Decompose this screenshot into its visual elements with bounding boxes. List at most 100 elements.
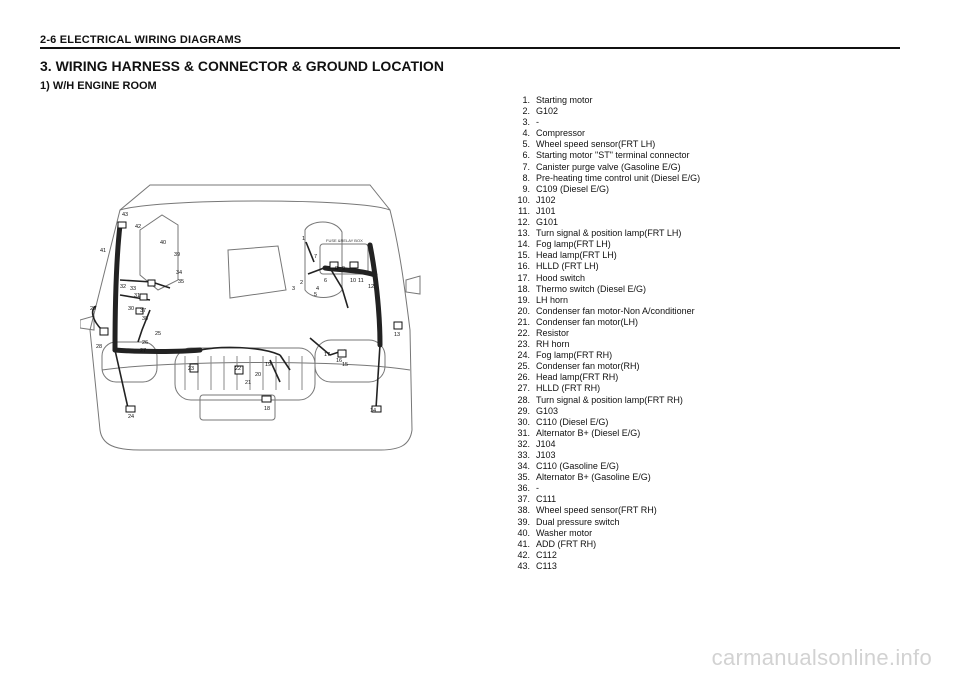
legend-text: C109 (Diesel E/G) (536, 183, 610, 194)
svg-text:41: 41 (100, 248, 106, 254)
legend-number: 8. (522, 172, 530, 183)
legend-number: 4. (522, 128, 530, 139)
legend-item: 7.Canister purge valve (Gasoline E/G) (508, 162, 700, 173)
grille-slats (184, 356, 303, 390)
svg-text:21: 21 (245, 380, 251, 386)
svg-text:9: 9 (342, 266, 345, 272)
legend-text: Wheel speed sensor(FRT RH) (536, 505, 657, 516)
legend-text: Wheel speed sensor(FRT LH) (536, 139, 656, 150)
vehicle-outline (79, 184, 421, 451)
svg-text:17: 17 (324, 352, 330, 358)
legend-number: 37. (517, 494, 530, 505)
legend-item: 4. Compressor (508, 128, 700, 139)
legend-text: Washer motor (536, 527, 593, 538)
legend-item: 15.Head lamp(FRT LH) (508, 250, 700, 261)
legend-text: G103 (536, 405, 559, 416)
legend-item: 3.- (508, 117, 700, 128)
svg-text:27: 27 (140, 348, 146, 354)
legend-item: 5. Wheel speed sensor(FRT LH) (508, 139, 700, 150)
legend-item: 17.Hood switch (508, 273, 700, 284)
legend-item: 27.HLLD (FRT RH) (508, 383, 700, 394)
legend-number: 20. (517, 305, 530, 316)
legend-item: 28.Turn signal & position lamp(FRT RH) (508, 395, 700, 406)
legend-text: Condenser fan motor-Non A/conditioner (536, 305, 695, 316)
legend-text: Starting motor (536, 95, 593, 105)
legend-number: 18. (517, 283, 530, 294)
legend-item: 23.RH horn (508, 339, 700, 350)
legend-text: G101 (536, 217, 559, 228)
svg-text:11: 11 (358, 278, 364, 284)
legend-number: 26. (517, 372, 530, 383)
legend-text: RH horn (536, 339, 570, 350)
legend-item: 12.G101 (508, 217, 700, 228)
svg-text:15: 15 (342, 362, 348, 368)
fuse-box-label: FUSE &RELAY BOX (326, 238, 363, 243)
legend-number: 14. (517, 239, 530, 250)
legend-number: 28. (517, 394, 530, 405)
legend-item: 20. Condenser fan motor-Non A/conditioner (508, 306, 700, 317)
legend-item: 35. Alternator B+ (Gasoline E/G) (508, 472, 700, 483)
legend-text: Alternator B+ (Gasoline E/G) (536, 472, 651, 483)
legend-item: 24.Fog lamp(FRT RH) (508, 350, 700, 361)
connector-markers (99, 221, 403, 413)
legend-number: 36. (517, 483, 530, 494)
legend-item: 37.C111 (508, 494, 700, 505)
legend-item: 21. Condenser fan motor(LH) (508, 317, 700, 328)
legend-text: Condenser fan motor(LH) (536, 316, 639, 327)
legend-text: Thermo switch (Diesel E/G) (536, 283, 647, 294)
legend-item: 40.Washer motor (508, 528, 700, 539)
legend-text: ADD (FRT RH) (536, 538, 597, 549)
legend-number: 21. (517, 316, 530, 327)
legend-text: HLLD (FRT RH) (536, 383, 601, 394)
legend-item: 11. J101 (508, 206, 700, 217)
svg-text:39: 39 (174, 252, 180, 258)
svg-text:25: 25 (155, 331, 161, 337)
legend-item: 9.C109 (Diesel E/G) (508, 184, 700, 195)
legend-text: Head lamp(FRT RH) (536, 372, 619, 383)
legend-number: 11. (518, 205, 530, 216)
svg-text:6: 6 (324, 278, 327, 284)
legend-item: 16.HLLD (FRT LH) (508, 261, 700, 272)
legend-number: 19. (517, 294, 530, 305)
svg-text:32: 32 (120, 284, 126, 290)
legend-item: 31.Alternator B+ (Diesel E/G) (508, 428, 700, 439)
legend-item: 10.J102 (508, 195, 700, 206)
legend-number: 13. (517, 228, 530, 239)
legend-number: 31. (517, 427, 530, 438)
legend-number: 24. (517, 350, 530, 361)
svg-text:29: 29 (90, 306, 96, 312)
legend-text: Dual pressure switch (536, 516, 620, 527)
legend-text: Compressor (536, 128, 586, 139)
legend-item: 43.C113 (508, 561, 700, 572)
legend-text: Hood switch (536, 272, 586, 283)
legend-text: J104 (536, 438, 556, 449)
svg-text:8: 8 (335, 266, 338, 272)
svg-text:20: 20 (255, 372, 261, 378)
legend-text: Fog lamp(FRT LH) (536, 239, 611, 250)
svg-text:24: 24 (128, 414, 134, 420)
legend-number: 5. (522, 139, 530, 150)
legend-number: 10. (517, 194, 530, 205)
legend-text: C110 (Diesel E/G) (536, 416, 609, 427)
legend-number: 7. (522, 161, 530, 172)
legend-text: Starting motor "ST" terminal connector (536, 150, 690, 161)
svg-text:43: 43 (122, 212, 128, 218)
svg-text:33: 33 (130, 286, 136, 292)
legend-text: C112 (536, 549, 557, 560)
legend-text: J101 (536, 205, 556, 216)
legend-item: 36.- (508, 483, 700, 494)
legend-number: 30. (517, 416, 530, 427)
legend-item: 33.J103 (508, 450, 700, 461)
legend-number: 6. (522, 150, 530, 161)
legend-number: 42. (517, 549, 530, 560)
legend-number: 39. (517, 516, 530, 527)
legend-item: 38.Wheel speed sensor(FRT RH) (508, 505, 700, 516)
legend-item: 6. Starting motor "ST" terminal connector (508, 150, 700, 161)
legend-item: 8. Pre-heating time control unit (Diesel … (508, 173, 700, 184)
legend-text: Pre-heating time control unit (Diesel E/… (536, 172, 701, 183)
svg-text:28: 28 (96, 344, 102, 350)
legend-number: 35. (517, 472, 530, 483)
legend-text: HLLD (FRT LH) (536, 261, 599, 272)
